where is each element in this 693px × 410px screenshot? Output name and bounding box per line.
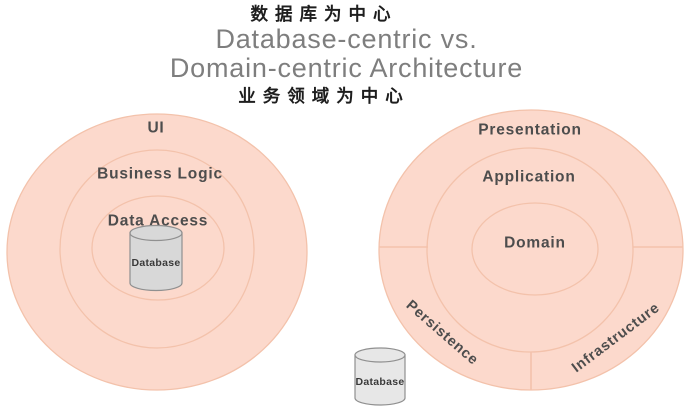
cylinder-top	[354, 347, 406, 363]
left-database-cylinder-icon: Database	[129, 224, 183, 292]
domain-centric-diagram: Presentation Application Domain Persiste…	[378, 109, 684, 391]
annotation-domain-centric-zh: 业务领域为中心	[238, 86, 410, 106]
external-database-cylinder-icon: Database	[354, 347, 406, 406]
left-layer-label-ui: UI	[147, 120, 164, 137]
database-centric-diagram: UI Business Logic Data Access Database	[6, 113, 308, 391]
right-inner-ring-domain	[471, 202, 599, 296]
cylinder-top	[129, 224, 183, 242]
left-database-label: Database	[131, 257, 180, 269]
left-layer-label-data-access: Data Access	[108, 213, 208, 230]
cylinder-body	[129, 232, 183, 292]
annotation-database-centric-zh: 数据库为中心	[250, 4, 398, 24]
cylinder-body	[354, 354, 406, 406]
right-layer-label-domain: Domain	[504, 235, 566, 252]
right-layer-label-application: Application	[482, 169, 575, 186]
left-layer-label-business-logic: Business Logic	[97, 166, 223, 183]
right-layer-label-presentation: Presentation	[478, 122, 582, 139]
page-title-line2: Domain-centric Architecture	[169, 53, 524, 83]
external-database-label: Database	[355, 376, 404, 388]
page-title-line1: Database-centric vs.	[215, 24, 478, 54]
